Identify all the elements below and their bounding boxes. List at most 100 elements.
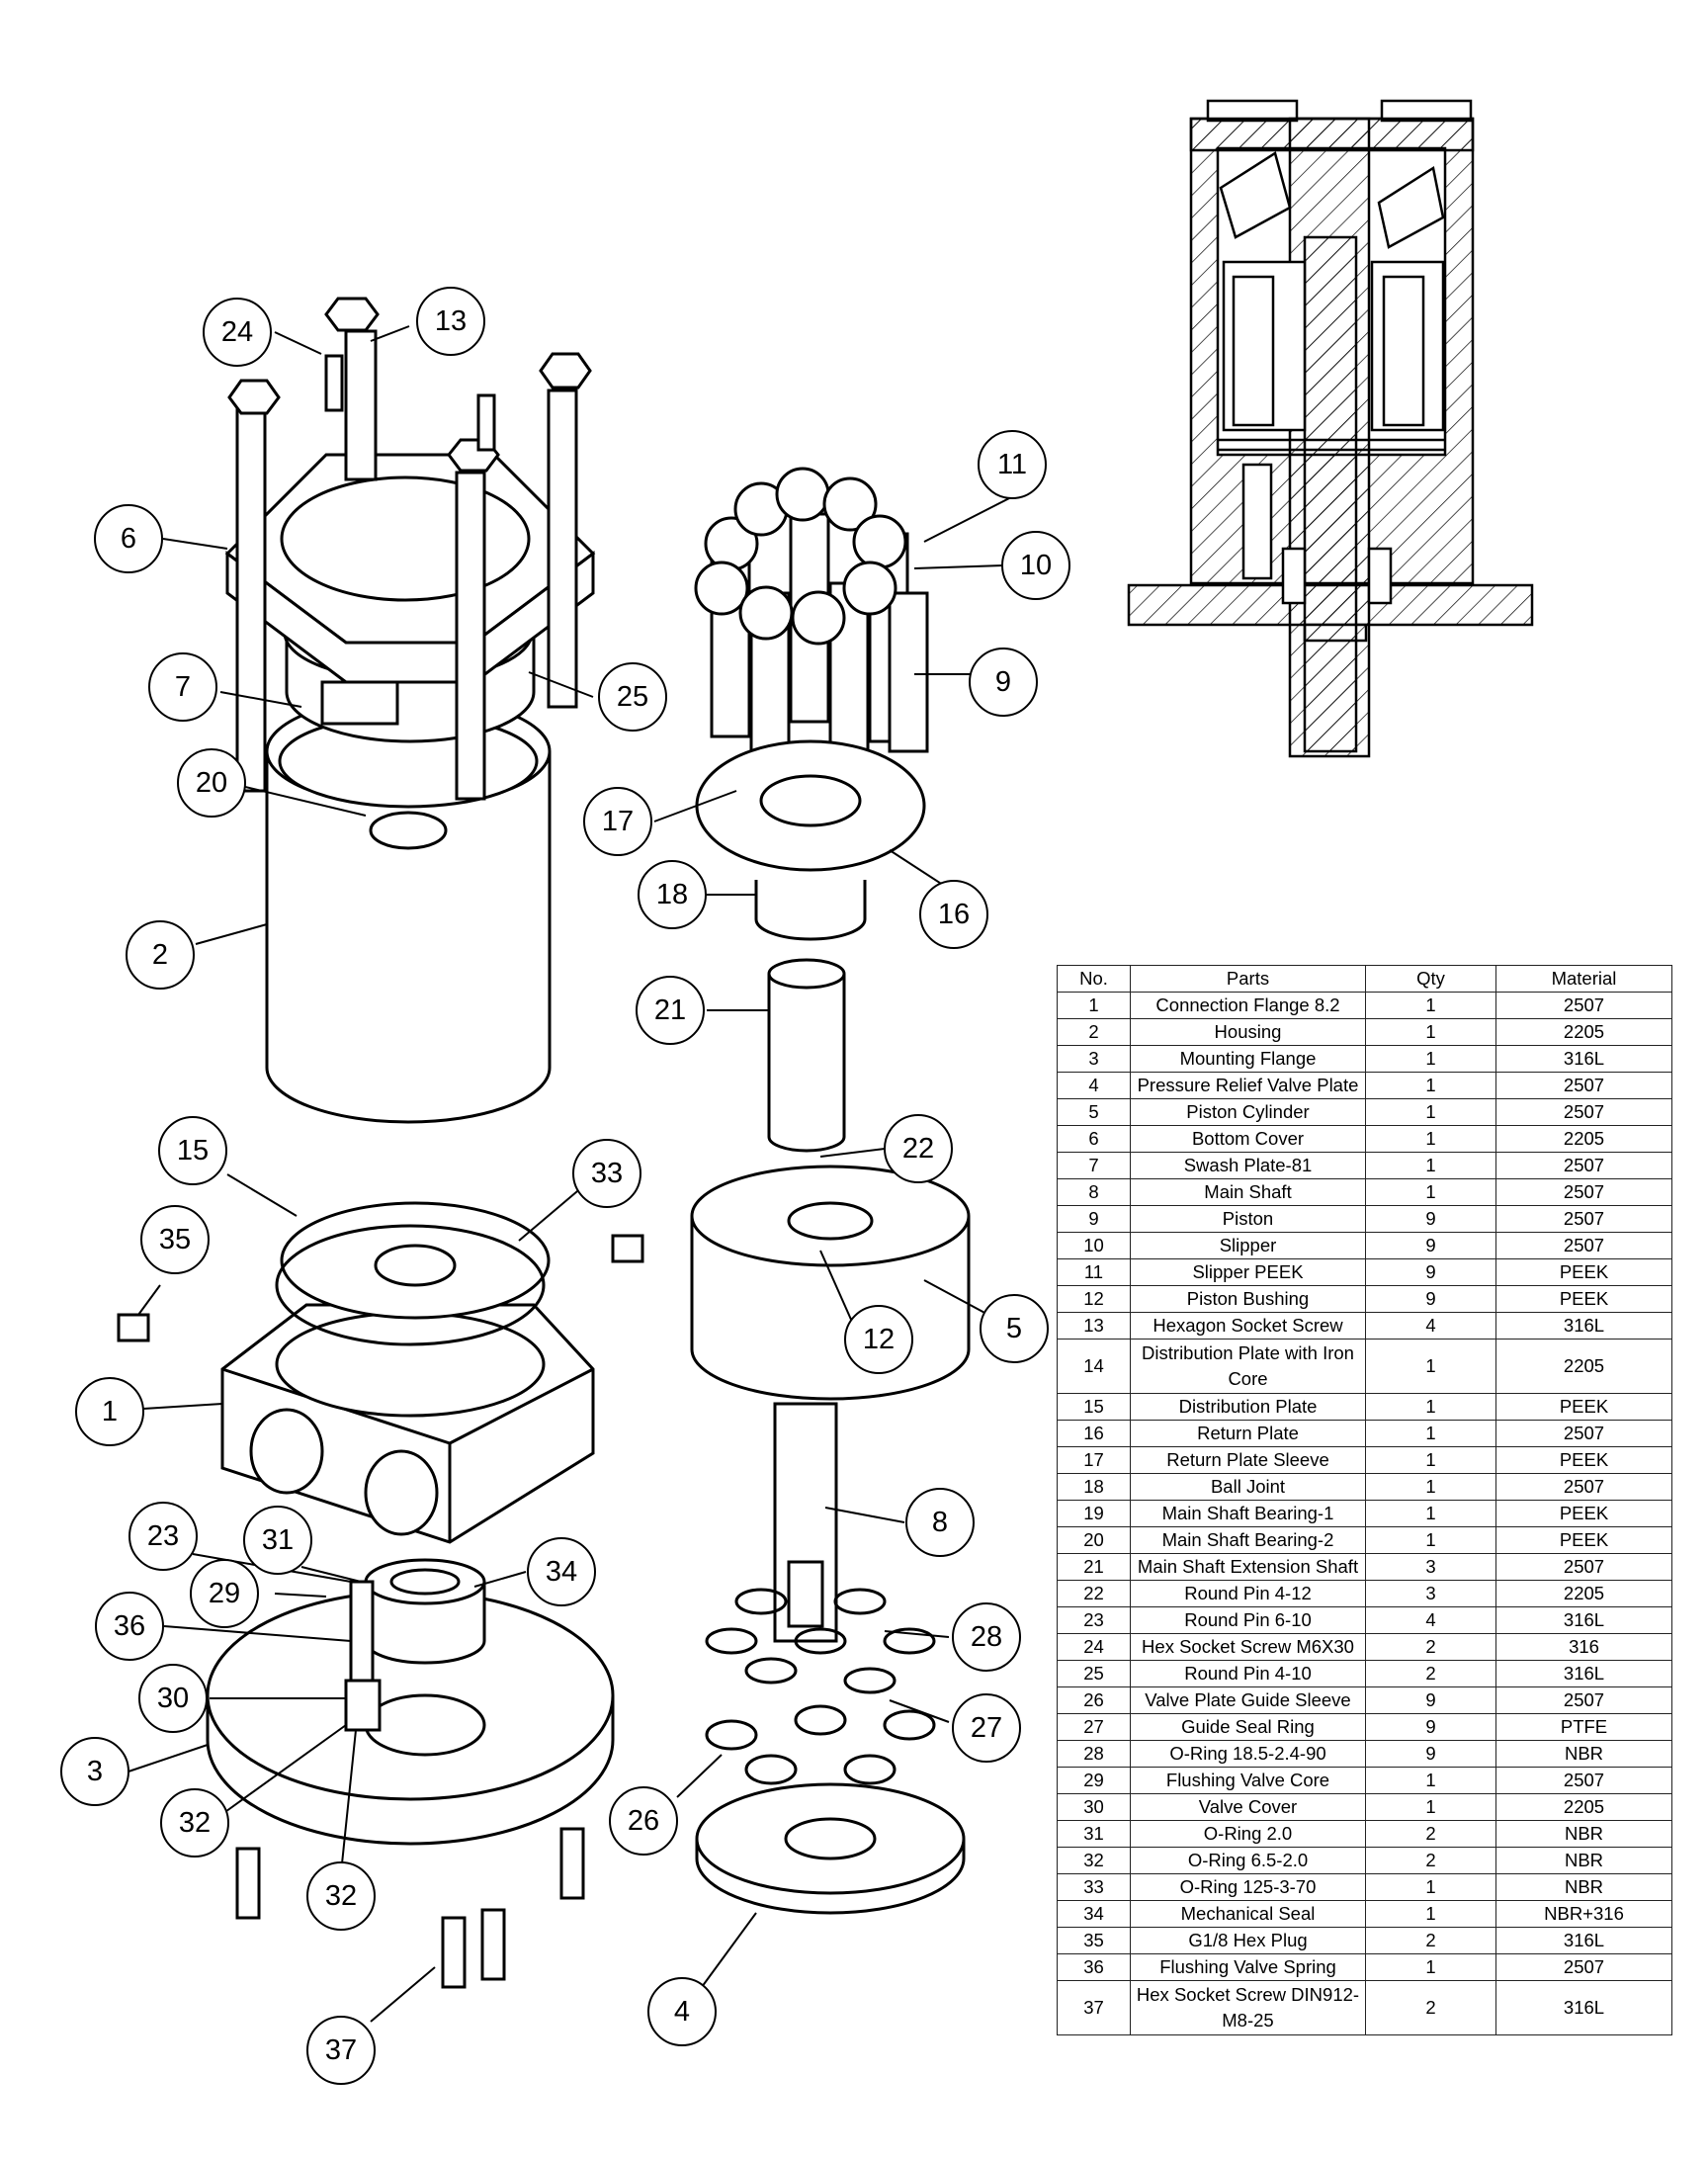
bom-cell-part: Round Pin 4-10 bbox=[1130, 1660, 1366, 1687]
bom-cell-material: PEEK bbox=[1495, 1500, 1672, 1527]
callout-4: 4 bbox=[647, 1977, 717, 2046]
bom-cell-part: Swash Plate-81 bbox=[1130, 1152, 1366, 1179]
bom-cell-material: 2507 bbox=[1495, 1152, 1672, 1179]
callout-28: 28 bbox=[952, 1602, 1021, 1672]
bom-cell-no: 36 bbox=[1057, 1953, 1131, 1981]
bom-cell-qty: 9 bbox=[1365, 1285, 1496, 1313]
bom-cell-part: Valve Plate Guide Sleeve bbox=[1130, 1686, 1366, 1714]
bom-cell-no: 18 bbox=[1057, 1473, 1131, 1501]
bom-cell-material: 316L bbox=[1495, 1312, 1672, 1340]
bom-cell-qty: 9 bbox=[1365, 1258, 1496, 1286]
callout-33: 33 bbox=[572, 1139, 641, 1208]
bom-cell-part: Distribution Plate with Iron Core bbox=[1130, 1339, 1366, 1394]
svg-text:17: 17 bbox=[602, 806, 634, 837]
bom-cell-part: Main Shaft Bearing-2 bbox=[1130, 1526, 1366, 1554]
bom-cell-part: Return Plate Sleeve bbox=[1130, 1446, 1366, 1474]
callout-5: 5 bbox=[980, 1294, 1049, 1363]
bom-cell-qty: 2 bbox=[1365, 1820, 1496, 1848]
bom-cell-qty: 1 bbox=[1365, 1393, 1496, 1421]
callout-23: 23 bbox=[128, 1502, 198, 1571]
bom-cell-material: 2205 bbox=[1495, 1793, 1672, 1821]
callout-3: 3 bbox=[60, 1737, 129, 1806]
bom-cell-no: 27 bbox=[1057, 1713, 1131, 1741]
bom-cell-material: 2507 bbox=[1495, 1473, 1672, 1501]
bom-cell-part: Main Shaft Extension Shaft bbox=[1130, 1553, 1366, 1581]
bom-cell-no: 23 bbox=[1057, 1606, 1131, 1634]
bom-cell-qty: 1 bbox=[1365, 1178, 1496, 1206]
svg-text:13: 13 bbox=[435, 305, 467, 337]
callout-9: 9 bbox=[969, 648, 1038, 717]
bom-cell-no: 9 bbox=[1057, 1205, 1131, 1233]
bom-cell-part: Flushing Valve Core bbox=[1130, 1767, 1366, 1794]
bom-cell-qty: 1 bbox=[1365, 1473, 1496, 1501]
bom-cell-part: Hexagon Socket Screw bbox=[1130, 1312, 1366, 1340]
bom-cell-no: 37 bbox=[1057, 1980, 1131, 2035]
bom-cell-part: Return Plate bbox=[1130, 1420, 1366, 1447]
bom-cell-material: 2507 bbox=[1495, 1686, 1672, 1714]
svg-text:11: 11 bbox=[997, 449, 1027, 480]
bom-cell-qty: 2 bbox=[1365, 1847, 1496, 1874]
bom-cell-material: 316L bbox=[1495, 1980, 1672, 2035]
bom-cell-no: 17 bbox=[1057, 1446, 1131, 1474]
bom-cell-material: NBR+316 bbox=[1495, 1900, 1672, 1928]
callout-22: 22 bbox=[884, 1114, 953, 1183]
svg-text:33: 33 bbox=[591, 1158, 623, 1189]
svg-text:23: 23 bbox=[147, 1520, 179, 1552]
bom-cell-no: 11 bbox=[1057, 1258, 1131, 1286]
bom-cell-part: Round Pin 4-12 bbox=[1130, 1580, 1366, 1607]
bom-cell-material: PEEK bbox=[1495, 1258, 1672, 1286]
callout-12: 12 bbox=[844, 1305, 913, 1374]
bom-cell-material: 2205 bbox=[1495, 1339, 1672, 1394]
bom-cell-no: 5 bbox=[1057, 1098, 1131, 1126]
bom-header-no: No. bbox=[1057, 965, 1131, 993]
callout-24: 24 bbox=[203, 298, 272, 367]
callout-6: 6 bbox=[94, 504, 163, 573]
bom-cell-no: 20 bbox=[1057, 1526, 1131, 1554]
bom-cell-qty: 3 bbox=[1365, 1580, 1496, 1607]
bom-cell-qty: 2 bbox=[1365, 1980, 1496, 2035]
bom-cell-material: 2205 bbox=[1495, 1580, 1672, 1607]
bom-cell-material: 2507 bbox=[1495, 992, 1672, 1019]
svg-text:37: 37 bbox=[325, 2034, 357, 2066]
bom-cell-no: 32 bbox=[1057, 1847, 1131, 1874]
callout-20: 20 bbox=[177, 748, 246, 818]
bom-cell-qty: 1 bbox=[1365, 1045, 1496, 1073]
bom-header-qty: Qty bbox=[1365, 965, 1496, 993]
bom-cell-part: Pressure Relief Valve Plate bbox=[1130, 1072, 1366, 1099]
section-view bbox=[1127, 99, 1534, 758]
svg-text:22: 22 bbox=[902, 1133, 934, 1165]
bom-cell-material: NBR bbox=[1495, 1740, 1672, 1768]
bom-cell-part: Piston Bushing bbox=[1130, 1285, 1366, 1313]
svg-text:1: 1 bbox=[102, 1396, 118, 1427]
callout-18: 18 bbox=[638, 860, 707, 929]
callout-30: 30 bbox=[138, 1664, 208, 1733]
svg-text:15: 15 bbox=[177, 1135, 209, 1167]
bom-cell-material: PEEK bbox=[1495, 1393, 1672, 1421]
exploded-parts bbox=[117, 297, 971, 1989]
svg-text:5: 5 bbox=[1006, 1313, 1022, 1344]
svg-text:2: 2 bbox=[152, 939, 168, 971]
bom-cell-material: 2507 bbox=[1495, 1098, 1672, 1126]
bom-cell-qty: 1 bbox=[1365, 1953, 1496, 1981]
bom-cell-part: Bottom Cover bbox=[1130, 1125, 1366, 1153]
svg-text:28: 28 bbox=[971, 1621, 1002, 1653]
bom-cell-material: NBR bbox=[1495, 1820, 1672, 1848]
bom-cell-qty: 9 bbox=[1365, 1205, 1496, 1233]
bom-cell-qty: 2 bbox=[1365, 1660, 1496, 1687]
bom-cell-qty: 1 bbox=[1365, 1900, 1496, 1928]
svg-text:10: 10 bbox=[1020, 550, 1052, 581]
svg-text:30: 30 bbox=[157, 1683, 189, 1714]
